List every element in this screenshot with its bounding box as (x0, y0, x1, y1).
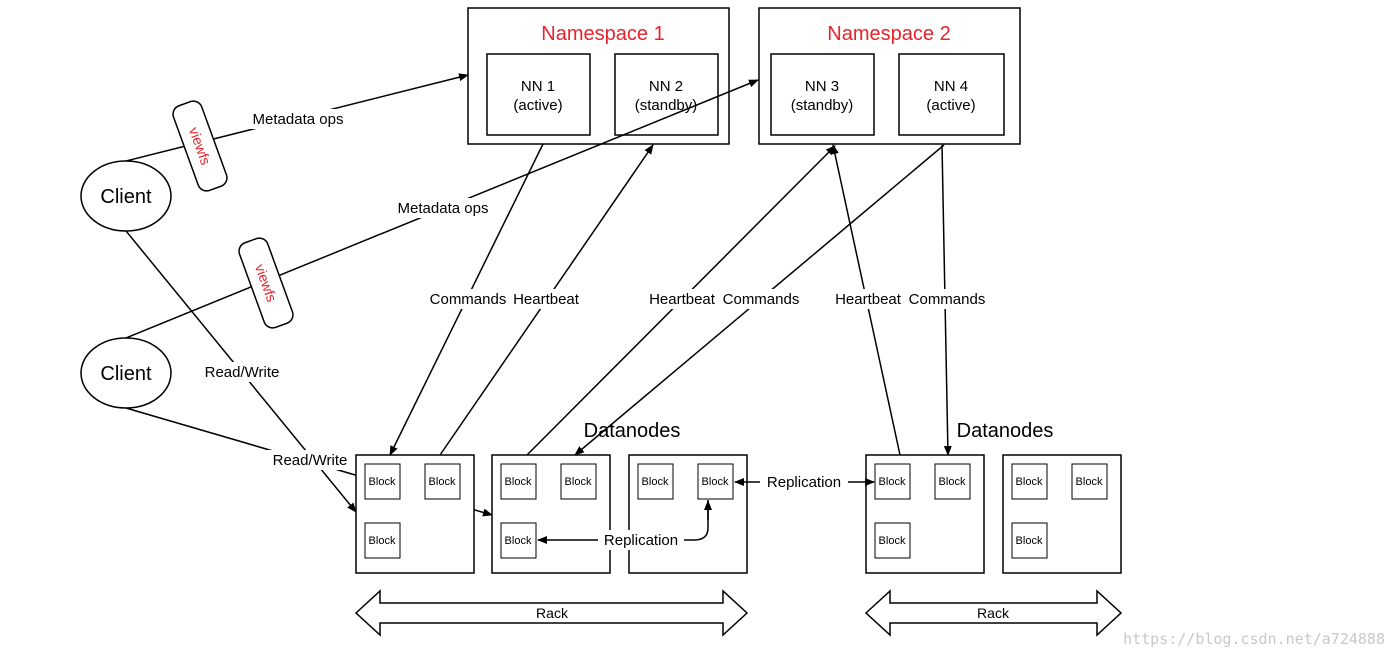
block-label: Block (369, 476, 396, 488)
client-2-label: Client (100, 363, 152, 385)
block (934, 463, 971, 500)
metadata-ops-label-2: Metadata ops (398, 200, 489, 217)
nn4-name: NN 4 (934, 78, 968, 95)
client-1: Client (80, 160, 172, 232)
heartbeat-label-2: Heartbeat (649, 291, 716, 308)
datanodes-title-1: Datanodes (584, 420, 681, 442)
block-label: Block (369, 535, 396, 547)
nn1-name: NN 1 (521, 78, 555, 95)
watermark: https://blog.csdn.net/a724888 (1123, 630, 1385, 648)
block (874, 522, 911, 559)
datanode-2: Block Block Block (491, 454, 611, 574)
datanodes-title-2: Datanodes (957, 420, 1054, 442)
datanode-3: Block Block (628, 454, 748, 574)
block (560, 463, 597, 500)
block (637, 463, 674, 500)
read-write-links: Read/Write Read/Write (125, 230, 493, 517)
block-label: Block (565, 476, 592, 488)
block (364, 463, 401, 500)
metadata-ops-label-1: Metadata ops (253, 111, 344, 128)
block-label: Block (505, 476, 532, 488)
block-label: Block (879, 476, 906, 488)
block-label: Block (642, 476, 669, 488)
block-label: Block (1016, 535, 1043, 547)
nn4-state: (active) (926, 97, 975, 114)
replication-arrow-1 (537, 500, 709, 544)
block-label: Block (939, 476, 966, 488)
nn2-state: (standby) (635, 97, 698, 114)
block (1011, 522, 1048, 559)
nn3-name: NN 3 (805, 78, 839, 95)
block (697, 463, 734, 500)
viewfs-tag-1: viewfs (172, 100, 228, 192)
namespace-1: Namespace 1 NN 1 (active) NN 2 (standby) (467, 7, 730, 145)
namenode-4: NN 4 (active) (898, 53, 1005, 136)
namenode-2: NN 2 (standby) (614, 53, 719, 136)
block-label: Block (1076, 476, 1103, 488)
block-label: Block (879, 535, 906, 547)
heartbeat-label-3: Heartbeat (835, 291, 902, 308)
nn3-state: (standby) (791, 97, 854, 114)
block (1011, 463, 1048, 500)
replication-links: Replication Replication (537, 474, 875, 550)
block (500, 463, 537, 500)
rack-1: Rack (354, 589, 749, 637)
metadata-ops-links: Metadata ops Metadata ops (125, 73, 759, 339)
rack-1-label: Rack (536, 605, 569, 621)
read-write-label-1: Read/Write (205, 364, 280, 381)
viewfs-tag-2: viewfs (238, 237, 294, 329)
replication-label-1: Replication (604, 532, 678, 549)
block (874, 463, 911, 500)
namespace-2-title: Namespace 2 (827, 23, 950, 45)
commands-label-3: Commands (909, 291, 986, 308)
block (500, 522, 537, 559)
datanode-5: Block Block Block (1002, 454, 1122, 574)
client-1-label: Client (100, 186, 152, 208)
block (424, 463, 461, 500)
nn2-name: NN 2 (649, 78, 683, 95)
block-label: Block (429, 476, 456, 488)
block (364, 522, 401, 559)
namenode-datanode-links: Commands Heartbeat Heartbeat Commands He… (389, 143, 992, 456)
nn1-state: (active) (513, 97, 562, 114)
block-label: Block (505, 535, 532, 547)
commands-label-1: Commands (430, 291, 507, 308)
replication-label-2: Replication (767, 474, 841, 491)
read-write-label-2: Read/Write (273, 452, 348, 469)
rack-2-label: Rack (977, 605, 1010, 621)
block (1071, 463, 1108, 500)
namespace-2: Namespace 2 NN 3 (standby) NN 4 (active) (758, 7, 1021, 145)
namenode-3: NN 3 (standby) (770, 53, 875, 136)
heartbeat-label-1: Heartbeat (513, 291, 580, 308)
namespace-1-title: Namespace 1 (541, 23, 664, 45)
rack-2: Rack (864, 589, 1123, 637)
datanode-4: Block Block Block (865, 454, 985, 574)
block-label: Block (702, 476, 729, 488)
client-2: Client (80, 337, 172, 409)
commands-label-2: Commands (723, 291, 800, 308)
block-label: Block (1016, 476, 1043, 488)
datanode-1: Block Block Block (355, 454, 475, 574)
namenode-1: NN 1 (active) (486, 53, 591, 136)
